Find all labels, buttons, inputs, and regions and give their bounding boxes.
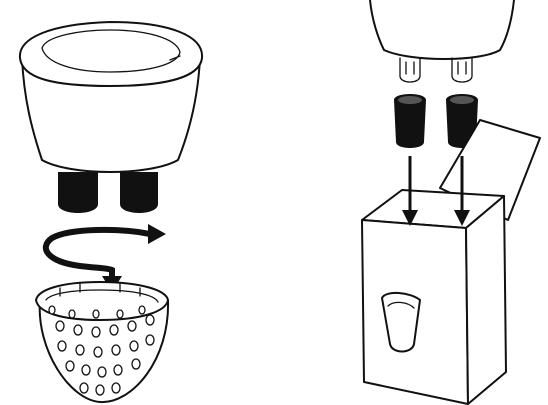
pin-caps xyxy=(394,94,478,148)
down-arrow-icon xyxy=(454,156,470,226)
basket-holes xyxy=(48,305,155,396)
device-body-right xyxy=(369,0,515,60)
down-arrow-icon xyxy=(402,156,418,226)
product-window-icon xyxy=(381,292,421,353)
filter-basket xyxy=(35,281,170,404)
device-body-left xyxy=(18,21,204,173)
right-panel xyxy=(361,0,541,405)
insert-arrows xyxy=(402,156,470,226)
packaging-box xyxy=(361,119,541,405)
device-pins-left xyxy=(58,172,158,213)
left-panel xyxy=(18,21,204,404)
device-pins-right xyxy=(399,57,473,83)
